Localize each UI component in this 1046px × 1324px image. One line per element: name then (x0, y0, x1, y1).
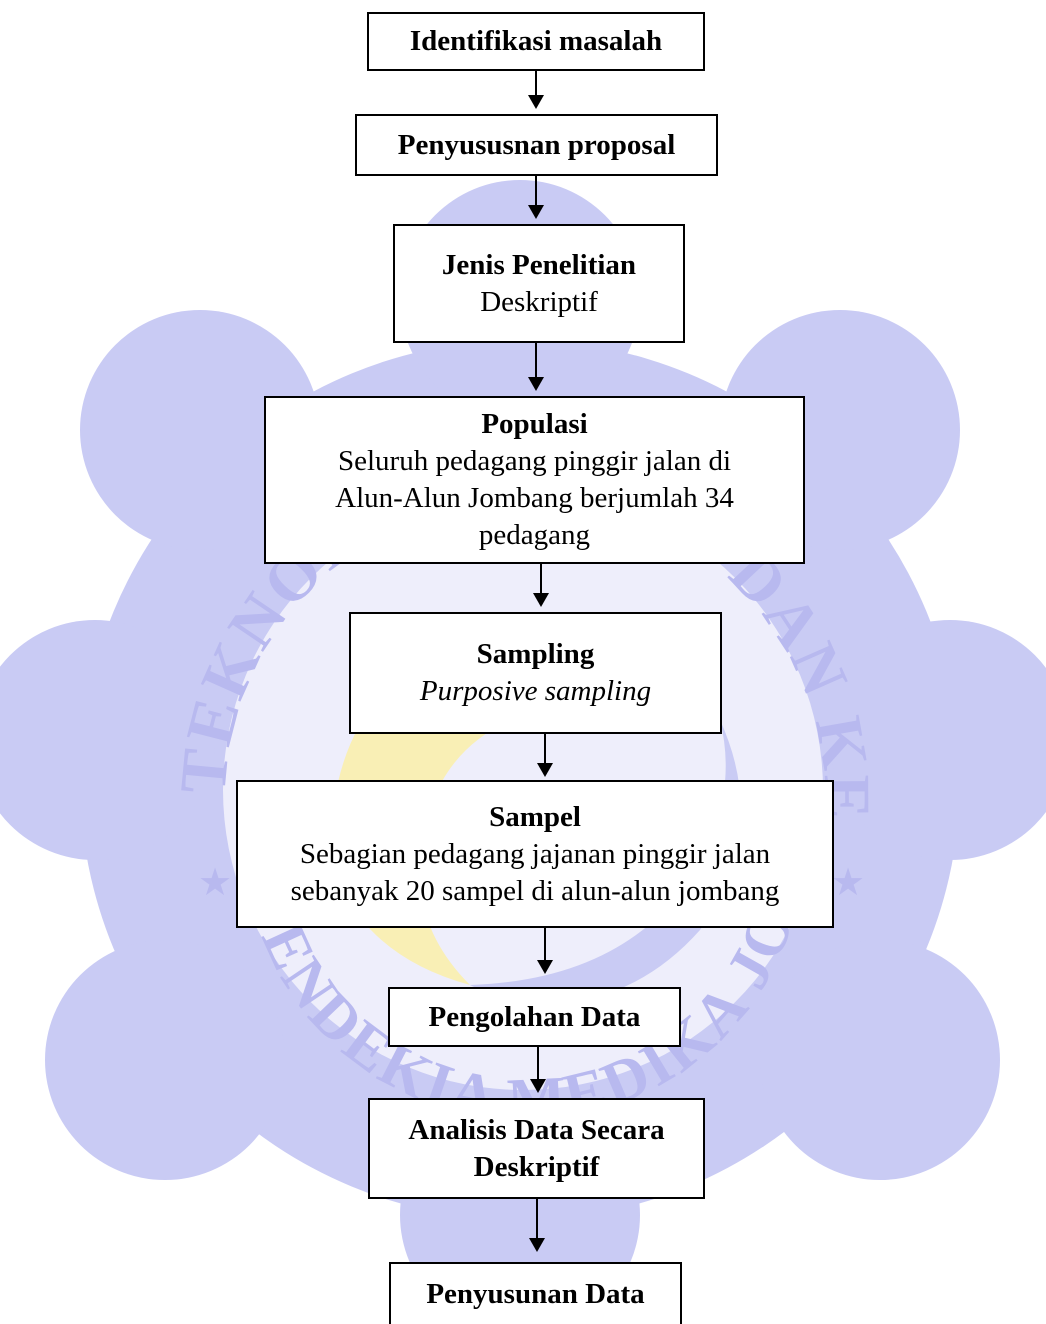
flow-arrow (537, 734, 553, 777)
step-identifikasi-masalah: Identifikasi masalah (367, 12, 705, 71)
flow-arrow (533, 564, 549, 607)
step-title: Analisis Data Secara Deskriptif (408, 1113, 665, 1183)
flow-arrow (528, 71, 544, 109)
logo-star-right: ★ (831, 862, 865, 904)
step-title: Populasi (481, 408, 588, 440)
logo-blue-swoosh (470, 720, 741, 1004)
step-title: Penyusus​nan proposal (397, 128, 676, 161)
step-title: Pengolahan Data (428, 1000, 641, 1033)
step-sampling: Sampling Purposive sampling (349, 612, 722, 734)
step-penyusunan-data: Penyusunan Data (389, 1262, 682, 1324)
step-pengolahan-data: Pengolahan Data (388, 987, 681, 1047)
step-description: Deskriptif (480, 285, 598, 318)
step-description: Sebagian pedagang jajanan pinggir jalan … (290, 837, 780, 907)
step-analisis-data: Analisis Data Secara Deskriptif (368, 1098, 705, 1199)
step-populasi: Populasi Seluruh pedagang pinggir jalan … (264, 396, 805, 564)
step-title: Sampel (489, 800, 581, 833)
step-title: Identifikasi masalah (409, 25, 663, 57)
flow-arrow (528, 176, 544, 219)
flow-arrow (537, 928, 553, 974)
flow-arrow (528, 343, 544, 391)
flow-arrow (529, 1199, 545, 1252)
step-jenis-penelitian: Jenis Penelitian Deskriptif (393, 224, 685, 343)
flow-arrow (530, 1047, 546, 1093)
step-title: Sampling (476, 638, 595, 670)
logo-star-left: ★ (198, 862, 232, 904)
step-description: Seluruh pedagang pinggir jalan di Alun-A… (335, 445, 734, 551)
step-penyusunan-proposal: Penyusus​nan proposal (355, 114, 718, 176)
step-description: Purposive sampling (419, 675, 652, 707)
step-title: Jenis Penelitian (441, 248, 637, 281)
step-sampel: Sampel Sebagian pedagang jajanan pinggir… (236, 780, 834, 928)
step-title: Penyusunan Data (426, 1277, 645, 1310)
